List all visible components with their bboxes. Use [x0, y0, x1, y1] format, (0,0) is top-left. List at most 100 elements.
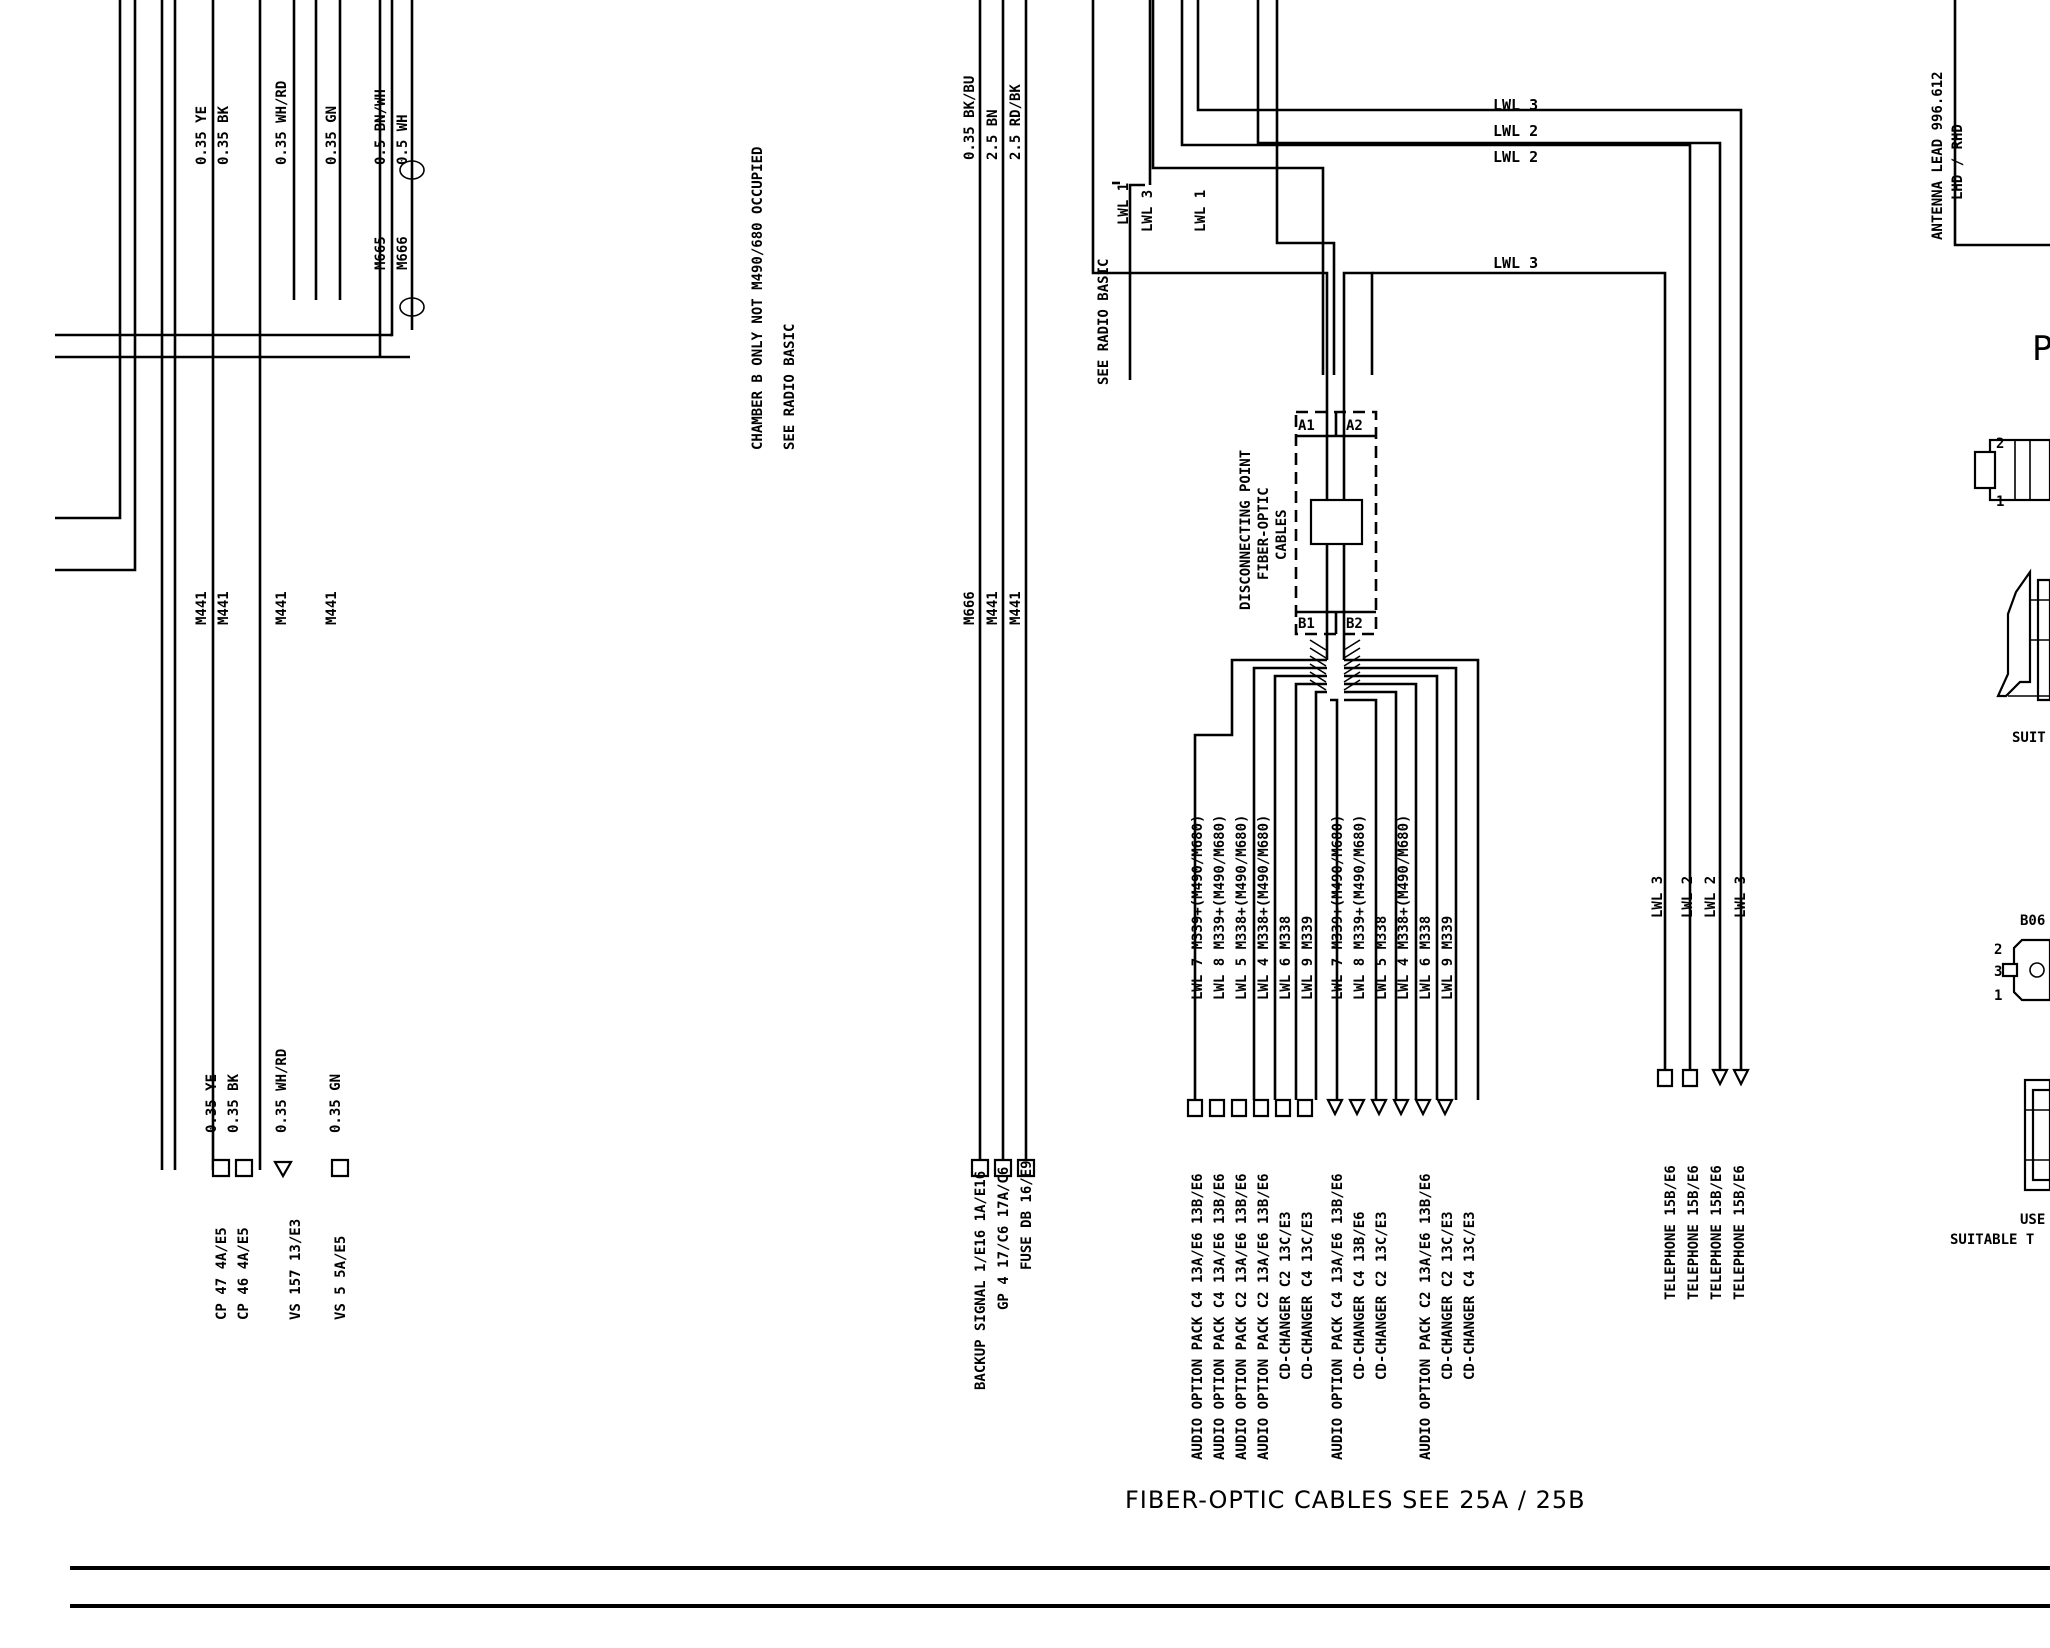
- pin-label: A2: [1346, 418, 1363, 434]
- pin-label: B2: [1346, 616, 1363, 632]
- terminal-label: AUDIO OPTION PACK C4 13A/E6 13B/E6: [1190, 1173, 1206, 1460]
- connector-terminal: [1230, 1098, 1248, 1118]
- wire-label: 0.35 BK/BU: [962, 76, 978, 160]
- wire-label: 2.5 RD/BK: [1008, 84, 1024, 160]
- note-line: SEE RADIO BASIC: [782, 324, 798, 450]
- fiber-label: LWL 3: [1140, 190, 1156, 232]
- right-panel: ANTENNA LEAD 996.612 LHD / RHD P 2 1 SUI…: [1930, 0, 2050, 1248]
- note-line: CHAMBER B ONLY NOT M490/680 OCCUPIED: [750, 147, 766, 450]
- wire-label: 0.5 BN/WH: [373, 89, 389, 165]
- connector-terminal: [1414, 1098, 1432, 1117]
- terminal-label: CD-CHANGER C4 13C/E3: [1300, 1211, 1316, 1380]
- connector-drawing-1: 2 1: [1973, 436, 2050, 510]
- wire-label: 2.5 BN: [985, 109, 1001, 160]
- wire-label: 0.35 BK: [216, 105, 232, 165]
- lhd-rhd-label: LHD / RHD: [1950, 124, 1966, 200]
- fiber-label: LWL 7 M339+(M490/M680): [1190, 815, 1206, 1000]
- b06-label: B06: [2020, 913, 2045, 929]
- pin-number: 3: [1994, 964, 2002, 980]
- connector-terminal: [1656, 1068, 1674, 1088]
- fiber-label: LWL 4 M338+(M490/M680): [1256, 815, 1272, 1000]
- wire-label: 0.35 BK: [226, 1073, 242, 1133]
- left-wire-codes: M441 M441 M441 M441: [194, 591, 340, 625]
- mid-wire-group: 0.35 BK/BU 2.5 BN 2.5 RD/BK M666 M441 M4…: [962, 0, 1036, 1390]
- suitable-label: SUITABLE T: [1950, 1232, 2034, 1248]
- fiber-label: LWL 4 M338+(M490/M680): [1396, 815, 1412, 1000]
- connector-terminal: [1252, 1098, 1270, 1118]
- connector-terminal: [1392, 1098, 1410, 1117]
- wire-label: 0.35 WH/RD: [274, 1049, 290, 1133]
- fiber-label: LWL 3: [1493, 96, 1538, 114]
- fiber-label: LWL 1: [1193, 190, 1209, 232]
- fiber-label: LWL 6 M338: [1278, 916, 1294, 1000]
- antenna-lead-label: ANTENNA LEAD 996.612: [1930, 71, 1946, 240]
- fiber-routing-top: [1091, 0, 1743, 1070]
- suit-label: SUIT: [2012, 730, 2046, 746]
- connector-terminal: [1436, 1098, 1454, 1117]
- terminal-label: TELEPHONE 15B/E6: [1709, 1165, 1725, 1300]
- terminal-label: AUDIO OPTION PACK C2 13A/E6 13B/E6: [1234, 1173, 1250, 1460]
- connector-terminal: [1326, 1098, 1344, 1117]
- left-wire-group: [55, 0, 425, 1170]
- terminal-label: VS 157 13/E3: [288, 1219, 304, 1320]
- wire-code: M441: [216, 591, 232, 625]
- pin-number: 2: [1994, 942, 2002, 958]
- pin-number: 2: [1996, 436, 2004, 452]
- fiber-label: LWL 2: [1493, 122, 1538, 140]
- connector-terminal: [1186, 1098, 1204, 1118]
- terminal-label: TELEPHONE 15B/E6: [1686, 1165, 1702, 1300]
- wire-code: M441: [274, 591, 290, 625]
- fiber-label: LWL 6 M338: [1418, 916, 1434, 1000]
- connector-terminal: [1016, 1158, 1036, 1178]
- terminal-label: TELEPHONE 15B/E6: [1732, 1165, 1748, 1300]
- fiber-label: LWL 2: [1680, 876, 1696, 918]
- connector-terminal: [1274, 1098, 1292, 1118]
- pin-label: B1: [1298, 616, 1315, 632]
- left-top-labels: 0.35 YE 0.35 BK 0.35 WH/RD 0.35 GN 0.5 B…: [194, 81, 411, 270]
- connector-terminal: [1711, 1068, 1729, 1087]
- wire-label: 0.35 GN: [328, 1074, 344, 1133]
- connector-terminal: [1296, 1098, 1314, 1118]
- wire-label: 0.35 YE: [204, 1074, 220, 1133]
- disconnect-label: DISCONNECTING POINT: [1238, 450, 1254, 610]
- terminal-label: TELEPHONE 15B/E6: [1663, 1165, 1679, 1300]
- fiber-label: LWL 8 M339+(M490/M680): [1212, 815, 1228, 1000]
- left-bottom-labels: 0.35 YE 0.35 BK 0.35 WH/RD 0.35 GN CP 47…: [204, 1049, 350, 1320]
- fiber-optic-reference: FIBER-OPTIC CABLES SEE 25A / 25B: [1125, 1486, 1586, 1514]
- connector-terminal: [993, 1158, 1013, 1178]
- fiber-terminal-labels: AUDIO OPTION PACK C4 13A/E6 13B/E6 AUDIO…: [1190, 1173, 1478, 1460]
- wire-code: M666: [395, 236, 411, 270]
- connector-terminal: [330, 1158, 350, 1178]
- connector-terminal: [273, 1160, 293, 1179]
- fiber-label: LWL 3: [1493, 254, 1538, 272]
- terminal-label: FUSE DB 16/E9: [1019, 1160, 1035, 1270]
- fiber-label: LWL 2: [1703, 876, 1719, 918]
- connector-terminal: [1370, 1098, 1388, 1117]
- use-label: USE: [2020, 1212, 2045, 1228]
- wire-label: 0.35 YE: [194, 106, 210, 165]
- connector-terminal: [1208, 1098, 1226, 1118]
- wire-code: M666: [962, 591, 978, 625]
- terminal-label: CD-CHANGER C4 13C/E3: [1462, 1211, 1478, 1380]
- panel-letter: P: [2032, 329, 2050, 369]
- wire-code: M665: [373, 236, 389, 270]
- telephone-wires: LWL 3 LWL 2 LWL 2 LWL 3 TELEPHONE 15B/E6…: [1650, 876, 1750, 1300]
- fiber-label: LWL 5 M338: [1374, 916, 1390, 1000]
- terminal-label: CP 47 4A/E5: [214, 1227, 230, 1320]
- wire-code: M441: [194, 591, 210, 625]
- disconnecting-point: A1 A2 B1 B2 DISCONNECTING POINT FIBER-OP…: [1238, 375, 1378, 660]
- fiber-label: LWL 9 M339: [1440, 916, 1456, 1000]
- connector-terminal: [1732, 1068, 1750, 1087]
- fiber-label: LWL 7 M339+(M490/M680): [1330, 815, 1346, 1000]
- pin-number: 1: [1996, 494, 2004, 510]
- chamber-note: CHAMBER B ONLY NOT M490/680 OCCUPIED SEE…: [750, 147, 798, 450]
- terminal-label: CD-CHANGER C4 13B/E6: [1352, 1211, 1368, 1380]
- fiber-label: LWL 2: [1493, 148, 1538, 166]
- pin-label: A1: [1298, 418, 1315, 434]
- fiber-wire-labels: LWL 7 M339+(M490/M680) LWL 8 M339+(M490/…: [1190, 815, 1456, 1000]
- terminal-label: AUDIO OPTION PACK C2 13A/E6 13B/E6: [1256, 1173, 1272, 1460]
- wire-code: M441: [324, 591, 340, 625]
- connector-terminal: [211, 1158, 231, 1178]
- connector-drawing-4: [2023, 1078, 2050, 1192]
- see-radio-basic-label: SEE RADIO BASIC: [1096, 259, 1112, 385]
